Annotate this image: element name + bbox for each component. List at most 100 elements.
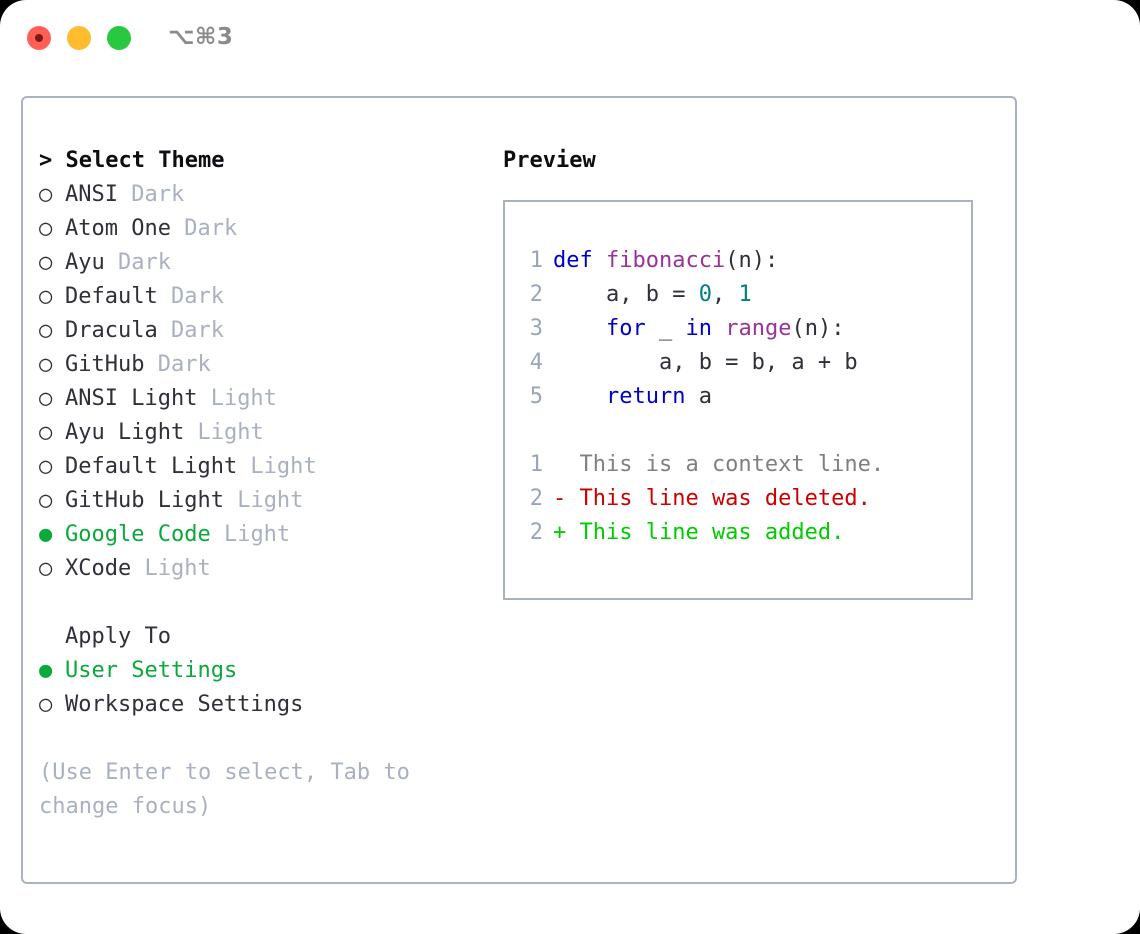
theme-option-name: XCode: [65, 556, 132, 581]
apply-to-header: Apply To: [65, 624, 171, 649]
radio-selected-icon: ●: [39, 522, 53, 547]
select-theme-label: Select Theme: [65, 148, 225, 173]
code-diff-gap: [519, 414, 963, 448]
minimize-window-icon[interactable]: [67, 26, 91, 50]
select-theme-header: > Select Theme: [39, 144, 469, 178]
theme-list: ○ANSI Dark○Atom One Dark○Ayu Dark○Defaul…: [39, 178, 469, 586]
theme-option-category: Light: [223, 488, 304, 513]
code-token: _: [645, 316, 686, 341]
code-line: 5 return a: [519, 380, 963, 414]
diff-line: 2 + This line was added.: [519, 516, 963, 550]
theme-option-category: Dark: [170, 216, 238, 241]
theme-option-category: Light: [210, 522, 291, 547]
theme-option[interactable]: ○Default Dark: [39, 280, 469, 314]
theme-option-category: Light: [131, 556, 211, 581]
code-token: [712, 316, 725, 341]
theme-option[interactable]: ○ Ayu Light Light: [39, 416, 469, 450]
radio-unselected-icon: ○: [39, 420, 53, 445]
code-token: def: [553, 248, 606, 273]
theme-option-name: Atom One: [65, 216, 171, 241]
diff-line-number: 1: [529, 452, 543, 477]
keyboard-hint-text: (Use Enter to select, Tab to change focu…: [39, 760, 424, 819]
code-token: return: [605, 384, 686, 409]
diff-line-text: This is a context line.: [553, 452, 885, 477]
diff-line: 2- This line was deleted.: [519, 482, 963, 516]
diff-line-text: + This line was added.: [553, 520, 845, 545]
list-spacer: [39, 586, 469, 620]
code-token: fibonacci: [605, 248, 726, 273]
theme-option-category: Light: [184, 420, 264, 445]
theme-option[interactable]: ○ Default Light Light: [39, 450, 469, 484]
theme-picker-column: > Select Theme ○ANSI Dark○Atom One Dark○…: [39, 144, 469, 824]
theme-option[interactable]: ○ XCode Light: [39, 552, 469, 586]
apply-to-option[interactable]: ●User Settings: [39, 654, 469, 688]
code-line-number: 1: [529, 248, 543, 273]
theme-option[interactable]: ○ Ayu Dark: [39, 246, 469, 280]
title-bar: ⌥⌘3: [0, 0, 1140, 78]
theme-option-category: Dark: [157, 284, 224, 309]
select-theme-prefix: >: [39, 148, 66, 173]
code-token: [553, 316, 606, 341]
code-token: a, b = b, a + b: [553, 350, 858, 375]
apply-to-option-name: User Settings: [65, 658, 238, 683]
theme-option-category: Light: [237, 454, 317, 479]
radio-unselected-icon: ○: [39, 352, 53, 377]
theme-option[interactable]: ○ Atom One Dark: [39, 212, 469, 246]
radio-unselected-icon: ○: [39, 250, 53, 275]
diff-line-number: 2: [529, 520, 543, 545]
theme-option-category: Dark: [104, 250, 171, 275]
theme-option-name: Dracula: [65, 318, 158, 343]
theme-option-category: Light: [197, 386, 277, 411]
code-token: a: [685, 384, 712, 409]
apply-to-option[interactable]: ○ Workspace Settings: [39, 688, 469, 722]
code-line: 4 a, b = b, a + b: [519, 346, 963, 380]
theme-option-name: Default Light: [65, 454, 238, 479]
main-panel: > Select Theme ○ANSI Dark○Atom One Dark○…: [21, 96, 1017, 884]
code-line-number: 4: [529, 350, 543, 375]
theme-option[interactable]: ○ANSI Dark: [39, 178, 469, 212]
theme-option[interactable]: ○GitHub Dark: [39, 348, 469, 382]
radio-unselected-icon: ○: [39, 216, 53, 241]
radio-unselected-icon: ○: [39, 386, 53, 411]
theme-option-name: Google Code: [65, 522, 211, 547]
radio-unselected-icon: ○: [39, 318, 53, 343]
traffic-light-group: [27, 26, 131, 50]
theme-option-name: Ayu Light: [65, 420, 185, 445]
maximize-window-icon[interactable]: [107, 26, 131, 50]
code-token: 0: [698, 282, 712, 307]
code-token: (n):: [791, 316, 845, 341]
theme-option[interactable]: ○ Dracula Dark: [39, 314, 469, 348]
code-token: for: [605, 316, 646, 341]
code-line-number: 2: [529, 282, 543, 307]
theme-option-category: Dark: [157, 318, 224, 343]
code-token: [553, 384, 606, 409]
radio-unselected-icon: ○: [39, 556, 53, 581]
code-token: a, b =: [553, 282, 699, 307]
theme-option[interactable]: ● Google Code Light: [39, 518, 469, 552]
theme-option-category: Dark: [117, 182, 185, 207]
diff-line-number: 2: [529, 486, 543, 511]
code-line-number: 5: [529, 384, 543, 409]
theme-option-category: Dark: [144, 352, 211, 377]
radio-unselected-icon: ○: [39, 454, 53, 479]
code-token: ,: [711, 282, 739, 307]
apply-to-option-name: Workspace Settings: [65, 692, 304, 717]
code-token: (n):: [725, 248, 779, 273]
theme-option-name: Ayu: [65, 250, 105, 275]
theme-option-name: Default: [65, 284, 158, 309]
theme-option[interactable]: ○ANSI Light Light: [39, 382, 469, 416]
code-token: range: [725, 316, 792, 341]
radio-unselected-icon: ○: [39, 182, 53, 207]
radio-unselected-icon: ○: [39, 692, 53, 717]
close-window-icon[interactable]: [27, 26, 51, 50]
window-shortcut-label: ⌥⌘3: [168, 24, 234, 50]
theme-option[interactable]: ○GitHub Light Light: [39, 484, 469, 518]
radio-unselected-icon: ○: [39, 488, 53, 513]
diff-sample: 1 This is a context line. 2- This line wa…: [519, 448, 963, 550]
preview-header: Preview: [503, 148, 596, 173]
